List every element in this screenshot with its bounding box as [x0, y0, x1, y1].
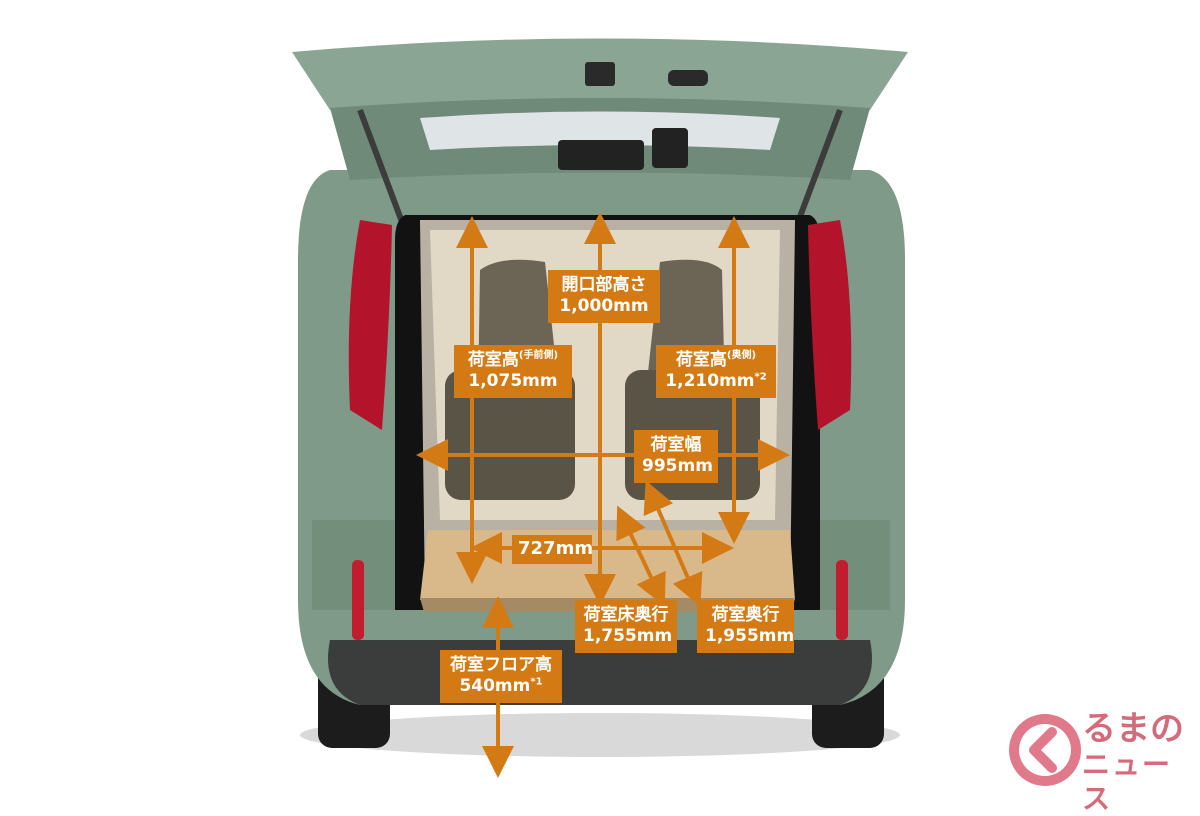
floor-height-title: 荷室フロア高	[450, 655, 552, 675]
floor-height-mark: *1	[530, 676, 543, 688]
logo-line1: るまの	[1082, 709, 1184, 749]
depth-arrow	[643, 480, 703, 607]
floor-width-value: 727mm	[518, 538, 594, 559]
label-opening-height: 開口部高さ 1,000mm	[548, 270, 660, 323]
logo-icon-inner	[1019, 724, 1071, 776]
label-floor-width: 727mm	[512, 535, 594, 564]
depth-title: 荷室奥行	[711, 605, 780, 625]
interior-light	[558, 140, 644, 170]
width-title: 荷室幅	[650, 435, 702, 455]
width-value: 995mm	[642, 456, 713, 477]
height-rear-mark: *2	[754, 371, 767, 383]
camera-icon	[585, 62, 615, 86]
handle	[668, 70, 708, 86]
left-strut	[357, 108, 408, 232]
height-rear-title: 荷室高	[675, 350, 727, 370]
height-front-value: 1,075mm	[468, 371, 558, 392]
label-height-rear: 荷室高(奥側) 1,210mm*2	[656, 345, 776, 398]
height-front-title: 荷室高	[467, 350, 519, 370]
label-height-front: 荷室高(手前側) 1,075mm	[454, 345, 572, 398]
stop-lamp	[652, 128, 688, 168]
right-reflector	[836, 560, 848, 640]
right-tail-lamp	[808, 220, 852, 430]
label-floor-depth: 荷室床奥行 1,755mm	[575, 600, 677, 653]
label-depth: 荷室奥行 1,955mm	[697, 600, 794, 653]
label-floor-height: 荷室フロア高 540mm*1	[440, 650, 562, 703]
logo-line2: ニュース	[1082, 748, 1173, 815]
logo-chevron-icon	[1029, 727, 1057, 773]
height-rear-value: 1,210mm	[665, 371, 755, 392]
ground-shadow	[300, 713, 900, 757]
left-reflector	[352, 560, 364, 640]
floor-depth-title: 荷室床奥行	[583, 605, 669, 625]
depth-value: 1,955mm	[705, 626, 795, 647]
floor-depth-value: 1,755mm	[583, 626, 673, 647]
opening-height-value: 1,000mm	[559, 296, 649, 317]
right-strut	[792, 108, 843, 232]
opening-height-title: 開口部高さ	[561, 275, 647, 295]
height-front-note: (手前側)	[518, 350, 559, 361]
logo: るまの ニュース	[1082, 710, 1192, 816]
rear-window	[420, 111, 780, 150]
height-rear-note: (奥側)	[726, 350, 757, 361]
left-tail-lamp	[348, 220, 392, 430]
cargo-floor	[420, 530, 795, 600]
label-width: 荷室幅 995mm	[634, 430, 718, 483]
floor-height-value: 540mm	[459, 676, 531, 697]
